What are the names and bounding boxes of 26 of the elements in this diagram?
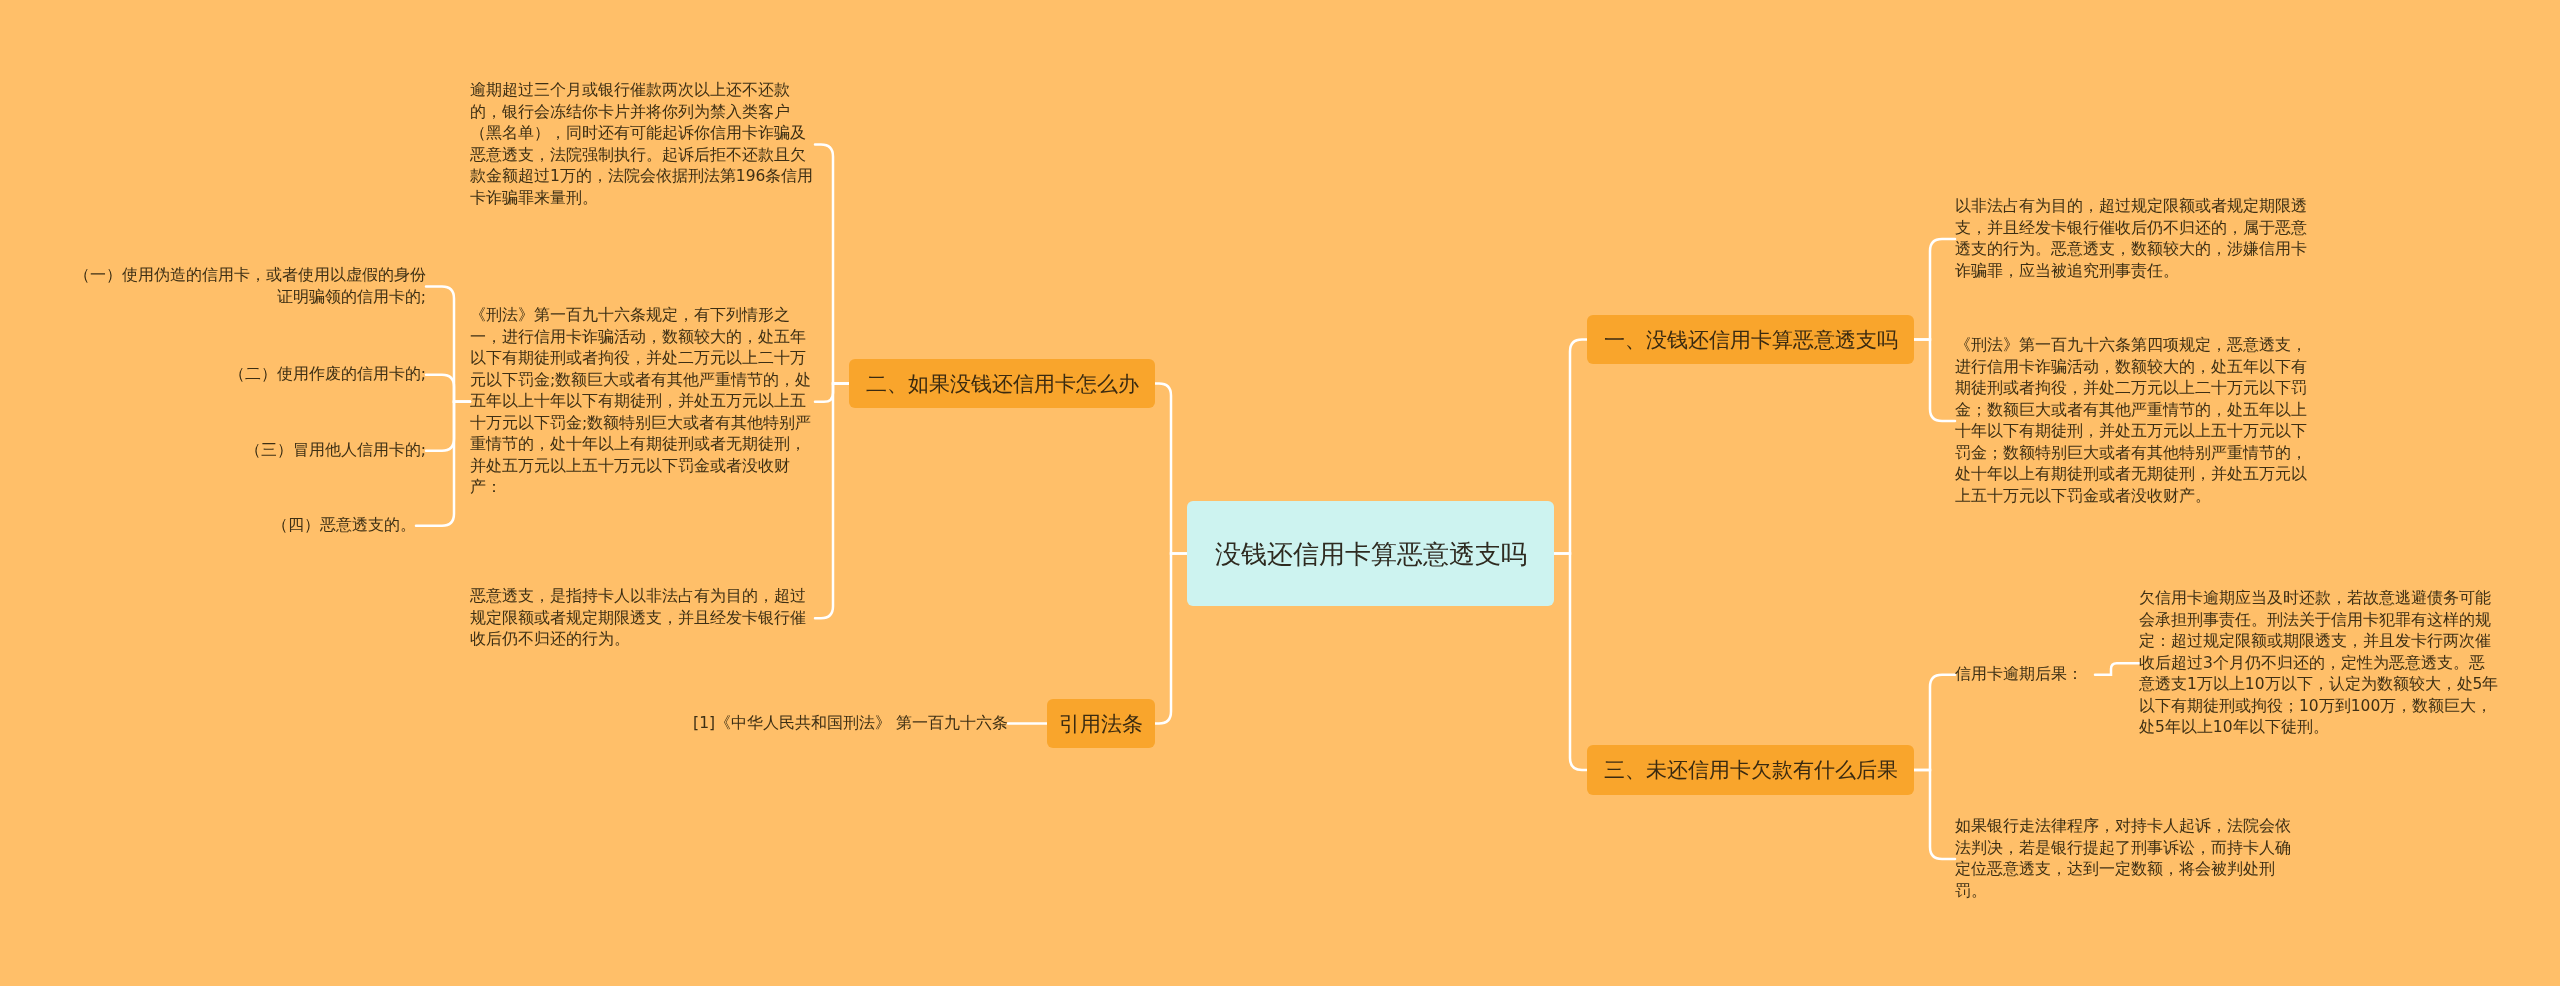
- connector-line: [2093, 662, 2141, 676]
- topic-box: 一、没钱还信用卡算恶意透支吗: [1587, 315, 1914, 364]
- note-text: 《刑法》第一百九十六条第四项规定，恶意透支，进行信用卡诈骗活动，数额较大的，处五年以下有期徒刑或者拘役，并处二万元以上二十万元以下罚金；数额巨大或者有其他严重情节的，处五年以上十年以下有期徒刑，并处五万元以上五十万元以下罚金；数额特别巨大或者有其他特别严重情节的，处十年以上有期徒刑或者无期徒刑，并处五万元以上五十万元以下罚金或者没收财产。: [1955, 335, 2307, 507]
- connector-line: [1912, 338, 1957, 423]
- connector-line: [1552, 552, 1589, 772]
- note-text: 信用卡逾期后果：: [1955, 664, 2095, 686]
- note-text: （一）使用伪造的信用卡，或者使用以虚假的身份证明骗领的信用卡的;: [70, 265, 426, 308]
- topic-box: 二、如果没钱还信用卡怎么办: [849, 359, 1155, 408]
- note-text: 以非法占有为目的，超过规定限额或者规定期限透支，并且经发卡银行催收后仍不归还的，属于恶意透支的行为。恶意透支，数额较大的，涉嫌信用卡诈骗罪，应当被追究刑事责任。: [1955, 196, 2307, 282]
- connector-line: [813, 382, 851, 620]
- connector-line: [1006, 722, 1049, 725]
- connector-line: [1912, 768, 1957, 861]
- note-text: 欠信用卡逾期应当及时还款，若故意逃避债务可能会承担刑事责任。刑法关于信用卡犯罪有这样的规定：超过规定限额或期限透支，并且发卡行两次催收后超过3个月仍不归还的，定性为恶意透支。恶意透支1万以上10万以下，认定为数额较大，处5年以下有期徒刑或拘役；10万到100万，数额巨大，处5年以上10年以下徒刑。: [2139, 588, 2499, 739]
- note-text: 如果银行走法律程序，对持卡人起诉，法院会依法判决，若是银行提起了刑事诉讼，而持卡人确定位恶意透支，达到一定数额，将会被判处刑罚。: [1955, 816, 2300, 902]
- connector-line: [414, 400, 472, 527]
- note-text: 恶意透支，是指持卡人以非法占有为目的，超过规定限额或者规定期限透支，并且经发卡银行催收后仍不归还的行为。: [470, 586, 815, 651]
- central-topic-box: 没钱还信用卡算恶意透支吗: [1187, 501, 1554, 606]
- note-text: （二）使用作废的信用卡的;: [180, 364, 426, 386]
- note-text: 逾期超过三个月或银行催款两次以上还不还款的，银行会冻结你卡片并将你列为禁入类客户（黑名单），同时还有可能起诉你信用卡诈骗及恶意透支，法院强制执行。起诉后拒不还款且欠款金额超过1万的，法院会依据刑法第196条信用卡诈骗罪来量刑。: [470, 80, 815, 209]
- note-text: （三）冒用他人信用卡的;: [180, 440, 426, 462]
- topic-box: 引用法条: [1047, 699, 1155, 748]
- note-text: 《刑法》第一百九十六条规定，有下列情形之一，进行信用卡诈骗活动，数额较大的，处五年以下有期徒刑或者拘役，并处二万元以上二十万元以下罚金;数额巨大或者有其他严重情节的，处五年以上十年以下有期徒刑，并处五万元以上五十万元以下罚金;数额特别巨大或者有其他特别严重情节的，处十年以上有期徒刑或者无期徒刑，并处五万元以上五十万元以下罚金或者没收财产：: [470, 305, 815, 499]
- note-text: （四）恶意透支的。: [180, 515, 416, 537]
- connector-line: [1153, 552, 1189, 725]
- note-text: [1]《中华人民共和国刑法》 第一百九十六条: [640, 713, 1008, 735]
- topic-box: 三、未还信用卡欠款有什么后果: [1587, 745, 1914, 795]
